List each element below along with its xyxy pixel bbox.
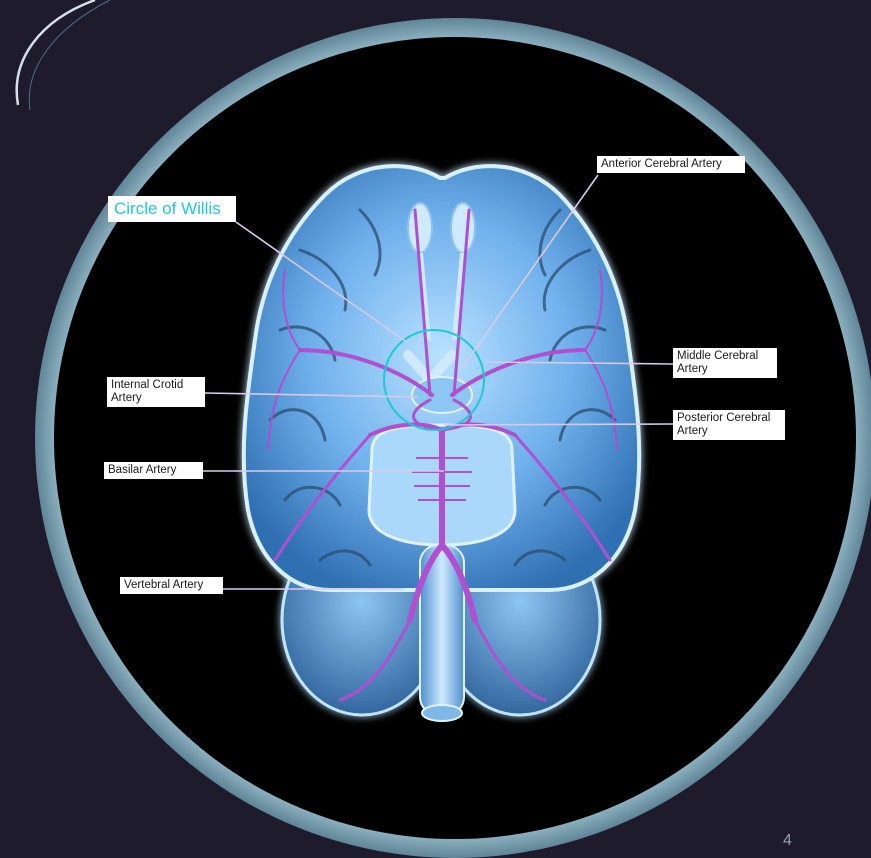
label-circle-of-willis: Circle of Willis [108, 196, 236, 222]
decorative-arc-glow [29, 0, 110, 110]
label-internal-carotid-artery: Internal Crotid Artery [107, 377, 205, 407]
slide-number: 4 [783, 832, 792, 850]
label-anterior-cerebral-artery: Anterior Cerebral Artery [597, 156, 745, 173]
label-middle-cerebral-artery: Middle Cerebral Artery [673, 348, 777, 378]
label-posterior-cerebral-artery: Posterior Cerebral Artery [673, 410, 785, 440]
label-basilar-artery: Basilar Artery [104, 462, 203, 479]
brainstem-end [422, 705, 462, 721]
label-vertebral-artery: Vertebral Artery [120, 577, 223, 594]
